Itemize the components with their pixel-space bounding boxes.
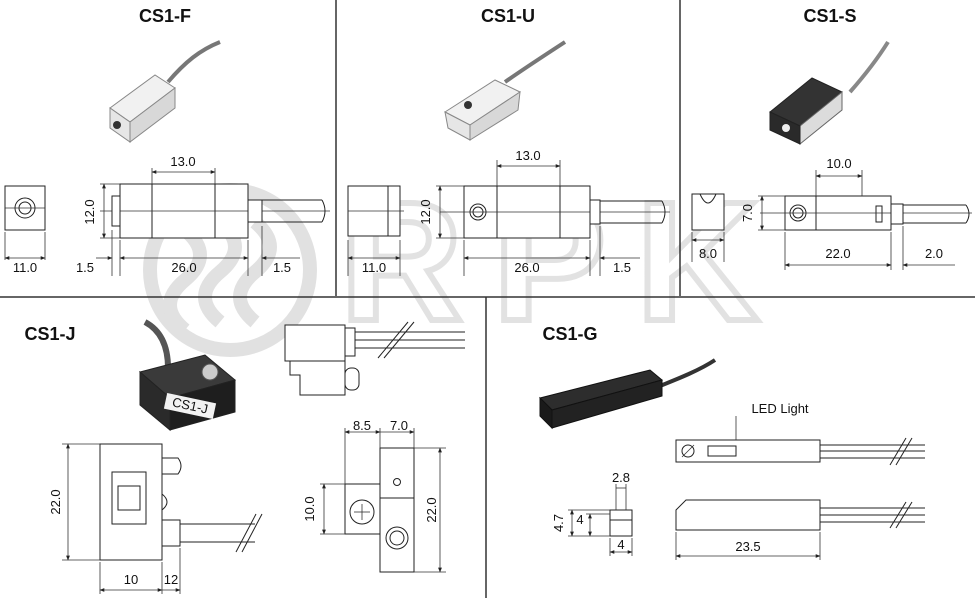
dim-cs1u-width: 13.0 — [515, 148, 540, 163]
end-view-cs1s: 8.0 — [691, 193, 725, 262]
dim-cs1j-flange: 12 — [164, 572, 178, 587]
dim-cs1f-gap-right: 1.5 — [273, 260, 291, 275]
dim-cs1u-gap-right: 1.5 — [613, 260, 631, 275]
dim-cs1f-side: 11.0 — [13, 260, 37, 275]
dim-cs1f-length: 26.0 — [171, 260, 196, 275]
dim-cs1f-height: 12.0 — [82, 199, 97, 224]
panel-cs1f: CS1-F 11.0 — [4, 6, 330, 276]
panel-cs1g: CS1-G LED Light 2.8 — [539, 324, 925, 560]
end-view-cs1g: 2.8 4.7 4 4 — [551, 470, 633, 556]
dim-cs1j-total: 22.0 — [424, 497, 439, 522]
panel-title-cs1s: CS1-S — [803, 6, 856, 26]
product-label-cs1j: CS1-J — [171, 394, 209, 416]
end-view-cs1u: 11.0 — [347, 185, 404, 276]
dim-cs1j-top-right: 7.0 — [390, 418, 408, 433]
side-view-cs1s: 10.0 7.0 22.0 2.0 — [740, 156, 972, 270]
dim-cs1j-height: 22.0 — [48, 489, 63, 514]
dim-cs1u-side: 11.0 — [362, 260, 386, 275]
dim-cs1g-w: 2.8 — [612, 470, 630, 485]
dim-cs1u-length: 26.0 — [514, 260, 539, 275]
side-view-cs1j: 8.5 7.0 10.0 22.0 — [302, 418, 446, 573]
product-image-cs1u — [444, 40, 567, 141]
dim-cs1j-base: 10 — [124, 572, 138, 587]
side-view-cs1u: 13.0 12.0 26.0 1.5 — [418, 148, 670, 276]
product-image-cs1s — [769, 40, 890, 146]
side-view-cs1g: 23.5 — [675, 499, 925, 560]
dim-cs1s-side: 8.0 — [699, 246, 717, 261]
panel-title-cs1f: CS1-F — [139, 6, 191, 26]
product-image-cs1f — [109, 40, 221, 144]
panel-cs1j: CS1-J CS1-J — [24, 319, 465, 594]
dim-cs1g-h-outer: 4.7 — [551, 514, 566, 532]
panel-title-cs1g: CS1-G — [542, 324, 597, 344]
panel-cs1s: CS1-S 8.0 — [691, 6, 972, 270]
front-view-cs1j: 22.0 10 12 — [48, 443, 263, 594]
dim-cs1g-length: 23.5 — [735, 539, 760, 554]
end-view-cs1f: 11.0 — [4, 185, 46, 275]
dim-cs1u-height: 12.0 — [418, 199, 433, 224]
dim-cs1f-gap-left: 1.5 — [76, 260, 94, 275]
led-light-label: LED Light — [751, 401, 808, 416]
side-view-cs1f: 13.0 12.0 26.0 1.5 1.5 — [76, 154, 330, 276]
product-image-cs1j: CS1-J — [138, 319, 237, 432]
dim-cs1s-length: 22.0 — [825, 246, 850, 261]
dim-cs1g-base: 4 — [617, 537, 624, 552]
dim-cs1f-width: 13.0 — [170, 154, 195, 169]
dim-cs1s-width: 10.0 — [826, 156, 851, 171]
top-view-cs1g: LED Light — [675, 401, 925, 466]
dim-cs1j-top-left: 8.5 — [353, 418, 371, 433]
dim-cs1j-mount: 10.0 — [302, 496, 317, 521]
panel-title-cs1u: CS1-U — [481, 6, 535, 26]
dim-cs1s-height: 7.0 — [740, 204, 755, 222]
dim-cs1s-gap-right: 2.0 — [925, 246, 943, 261]
top-view-cs1j — [284, 321, 465, 396]
dim-cs1g-h-inner: 4 — [576, 512, 583, 527]
panel-cs1u: CS1-U 11.0 — [347, 6, 670, 276]
panel-title-cs1j: CS1-J — [24, 324, 75, 344]
product-image-cs1g — [539, 358, 717, 430]
